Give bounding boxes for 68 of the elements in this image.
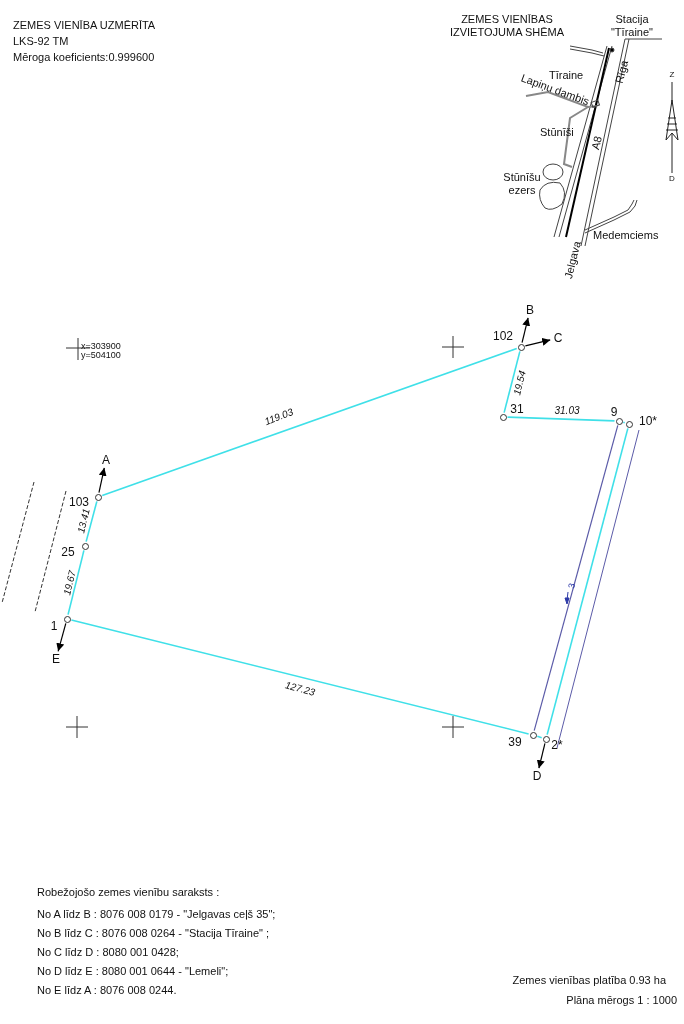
place-name: Stacija "Tīraine" — [609, 13, 654, 40]
boundary-line — [546, 427, 629, 736]
survey-point-marker — [615, 417, 623, 425]
point-number: 2* — [551, 737, 563, 753]
place-name: Rīga — [612, 59, 632, 85]
coordinate-text: y=504100 — [81, 350, 121, 361]
direction-letter: B — [526, 302, 534, 318]
point-number: 9 — [610, 404, 618, 420]
survey-point-marker — [542, 735, 550, 743]
area-text: Zemes vienības platība 0.93 ha — [512, 974, 666, 988]
list-row: No C līdz D : 8080 001 0428; — [37, 946, 179, 960]
list-row: No E līdz A : 8076 008 0244. — [37, 984, 177, 998]
place-name: Medemciems — [593, 229, 659, 243]
arrow — [524, 337, 551, 347]
direction-letter: C — [553, 330, 563, 346]
point-number: 1 — [50, 618, 58, 634]
boundary-line — [506, 416, 616, 422]
road-name: A8 — [588, 134, 605, 152]
direction-letter: A — [102, 452, 110, 468]
parcel-line — [533, 424, 619, 732]
place-name: Jelgava — [562, 240, 584, 280]
boundary-line — [70, 619, 530, 735]
boundary-line — [503, 350, 521, 414]
length-label: 13.41 — [75, 507, 93, 535]
direction-letter: E — [52, 651, 60, 667]
survey-point-marker — [625, 420, 633, 428]
coordinate-system-text: LKS-92 TM — [13, 35, 69, 49]
arrow — [521, 317, 531, 344]
survey-point-marker — [63, 615, 71, 623]
compass-letter: D — [669, 174, 675, 184]
boundary-line — [536, 735, 543, 739]
survey-point-marker — [499, 413, 507, 421]
lake-name: Stūnīšu ezers — [502, 171, 542, 198]
survey-point-marker — [81, 542, 89, 550]
point-number: 25 — [61, 544, 75, 560]
length-label: 127.23 — [283, 679, 317, 699]
list-row: No D līdz E : 8080 001 0644 - "Lemeli"; — [37, 965, 229, 979]
plan-scale-text: Plāna mērogs 1 : 1000 — [566, 994, 677, 1008]
length-label: 19.54 — [511, 369, 529, 397]
map-title: ZEMES VIENĪBA UZMĒRĪTA — [13, 19, 156, 33]
point-number: 31 — [510, 401, 524, 417]
list-row: No B līdz C : 8076 008 0264 - "Stacija Tīraine" ; — [37, 927, 269, 941]
list-heading: Robežojošo zemes vienību saraksts : — [37, 886, 220, 900]
boundary-line — [85, 500, 98, 543]
arrow — [98, 467, 107, 494]
survey-point-marker — [517, 343, 525, 351]
coordinate-text: x=303900 — [81, 341, 121, 352]
survey-point-marker — [529, 731, 537, 739]
length-label: 19.67 — [61, 569, 79, 597]
place-name: Stūnīši — [540, 126, 574, 140]
boundary-line — [101, 347, 518, 497]
survey-point-marker — [94, 493, 102, 501]
boundary-line — [67, 549, 85, 616]
slope-number: 3 — [566, 582, 578, 590]
location-scheme-heading: ZEMES VIENĪBAS IZVIETOJUMA SHĒMA — [448, 13, 566, 40]
point-number: 39 — [508, 734, 522, 750]
point-number: 102 — [493, 328, 513, 344]
list-row: No A līdz B : 8076 008 0179 - "Jelgavas ceļš 35"; — [37, 908, 276, 922]
direction-letter: D — [532, 768, 542, 784]
arrow — [56, 622, 67, 652]
arrow — [536, 742, 546, 769]
compass-letter: Z — [669, 70, 675, 80]
scale-factor-text: Mēroga koeficients:0.999600 — [13, 51, 155, 65]
length-label: 31.03 — [554, 405, 580, 417]
boundary-line — [622, 421, 626, 424]
length-label: 119.03 — [262, 406, 296, 428]
point-number: 103 — [69, 494, 89, 509]
point-number: 10* — [639, 413, 657, 429]
